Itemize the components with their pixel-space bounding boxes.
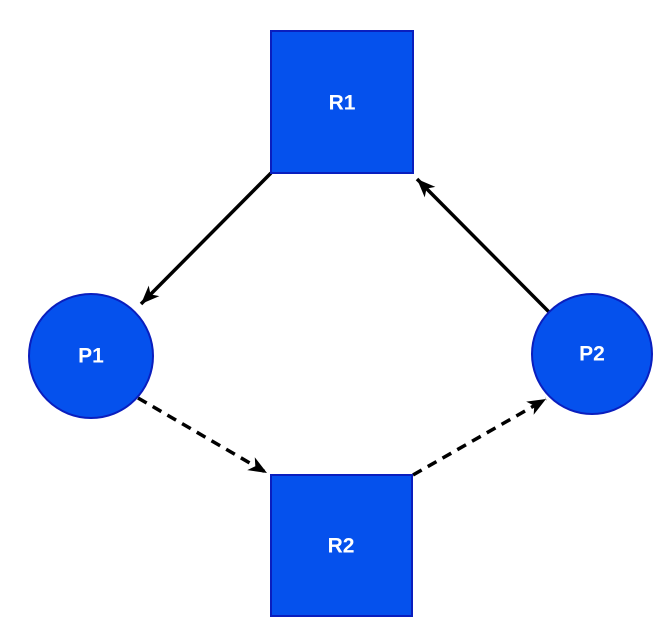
node-P1-shape (28, 293, 154, 419)
node-R1-label: R1 (329, 92, 356, 115)
node-P2-label: P2 (579, 343, 605, 366)
edge-R1-to-P1 (139, 171, 273, 306)
node-R2-shape (270, 474, 413, 617)
node-P2-shape (531, 293, 653, 415)
edge-P1-to-R2 (137, 396, 268, 475)
node-R1-shape (270, 30, 414, 174)
node-R2-label: R2 (328, 535, 355, 558)
edge-P2-to-R1 (415, 177, 552, 315)
node-R2: R2 (270, 474, 413, 617)
node-P1-label: P1 (78, 345, 104, 368)
node-R1: R1 (270, 30, 414, 174)
edge-R2-to-P2 (412, 397, 547, 477)
node-P1: P1 (28, 293, 154, 419)
node-P2: P2 (531, 293, 653, 415)
